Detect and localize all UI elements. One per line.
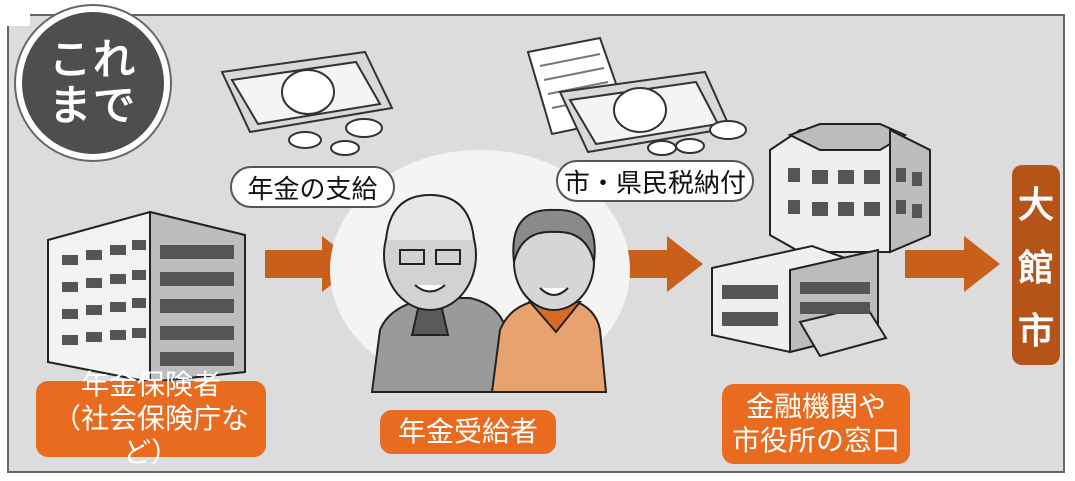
- banknote-icon: [220, 50, 394, 134]
- city-char-1: 大: [1017, 185, 1054, 226]
- pension-insurer-box: 年金保険者 （社会保険庁など）: [36, 368, 266, 469]
- office-building-icon: [47, 210, 246, 384]
- corner-mask: [0, 0, 30, 26]
- pension-payment-label: 年金の支給: [230, 166, 395, 208]
- badge-line-2: まで: [48, 81, 137, 130]
- insurer-line-2: （社会保険庁など）: [52, 402, 249, 469]
- city-char-2: 館: [1017, 248, 1054, 289]
- insurer-line-1: 年金保険者: [80, 368, 221, 401]
- coin-icon: [647, 120, 747, 156]
- city-char-3: 市: [1017, 311, 1054, 352]
- bank-building-icon: [711, 244, 888, 358]
- until-now-badge: これ まで: [16, 6, 170, 160]
- bank-line-2: 市役所の窓口: [731, 424, 900, 457]
- elderly-couple-icon: [330, 150, 630, 393]
- city-hall-icon: [769, 123, 931, 254]
- odate-city-box: 大 館 市: [1012, 165, 1060, 365]
- badge-line-1: これ: [48, 35, 137, 84]
- coin-icon: [288, 118, 383, 156]
- banknote-icon: [558, 70, 732, 154]
- bank-line-1: 金融機関や: [745, 390, 886, 423]
- arrow-right-icon: [905, 236, 1000, 292]
- bank-window-box: 金融機関や 市役所の窓口: [722, 384, 910, 464]
- pension-recipient-box: 年金受給者: [380, 410, 556, 454]
- tax-payment-label: 市・県民税納付: [556, 160, 754, 202]
